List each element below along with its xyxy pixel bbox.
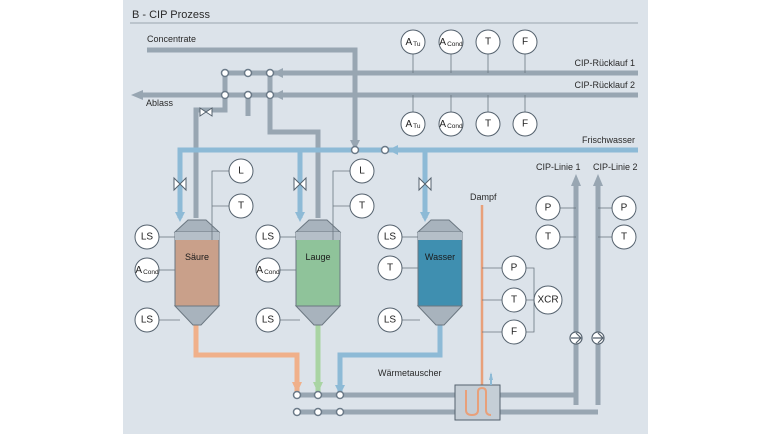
pipe-junctions xyxy=(220,68,390,417)
gray-pipes xyxy=(140,47,638,415)
tank-caustic xyxy=(294,219,342,326)
instruments-caustic-tank: L T LS ACond LS xyxy=(255,158,375,333)
tank-acid xyxy=(173,219,221,326)
pumps xyxy=(569,331,605,345)
svg-text:XCR: XCR xyxy=(537,295,558,306)
svg-text:L: L xyxy=(238,166,244,177)
fresh-water-label: Frischwasser xyxy=(582,135,635,145)
valve-water-icon xyxy=(418,176,432,192)
svg-text:ATu: ATu xyxy=(405,37,420,48)
svg-text:T: T xyxy=(359,201,365,212)
svg-text:LS: LS xyxy=(141,232,154,243)
svg-text:LS: LS xyxy=(384,232,397,243)
svg-text:F: F xyxy=(522,37,528,48)
diagram-title: B - CIP Prozess xyxy=(132,9,211,21)
svg-text:T: T xyxy=(485,119,491,130)
valve-acid-icon xyxy=(173,176,187,192)
heat-exchanger xyxy=(454,372,501,421)
gray-arrows xyxy=(131,68,603,186)
svg-text:T: T xyxy=(485,37,491,48)
return-flow-1-label: CIP-Rücklauf 1 xyxy=(574,58,635,68)
svg-text:ATu: ATu xyxy=(405,119,420,130)
svg-text:T: T xyxy=(545,232,551,243)
return-flow-1-pipe xyxy=(193,70,638,218)
instrument-leads xyxy=(159,53,612,333)
valve-drain-icon xyxy=(199,107,213,117)
valves xyxy=(173,107,432,192)
heat-exchanger-label: Wärmetauscher xyxy=(378,368,442,378)
svg-text:P: P xyxy=(511,263,518,274)
water-outlet-pipe xyxy=(337,325,443,395)
svg-text:LS: LS xyxy=(262,232,275,243)
svg-text:P: P xyxy=(621,203,628,214)
svg-text:T: T xyxy=(511,295,517,306)
instruments-acid-tank: L T LS ACond LS xyxy=(134,158,254,333)
cip-line-1-label: CIP-Linie 1 xyxy=(536,162,581,172)
valve-caustic-icon xyxy=(293,176,307,192)
steam-label: Dampf xyxy=(470,192,497,202)
svg-text:ACond: ACond xyxy=(439,119,463,130)
concentrate-pipe xyxy=(147,47,358,145)
cip-line-2-label: CIP-Linie 2 xyxy=(593,162,638,172)
blue-arrows xyxy=(175,145,430,395)
svg-text:T: T xyxy=(238,201,244,212)
tank-acid-label: Säure xyxy=(185,252,209,262)
svg-text:LS: LS xyxy=(141,315,154,326)
return-to-caustic-pipe xyxy=(267,73,321,218)
instruments-water-tank: LS T LS xyxy=(377,224,403,333)
instruments-cip-lines: P T P T xyxy=(535,195,637,250)
svg-text:L: L xyxy=(359,166,365,177)
svg-text:F: F xyxy=(522,119,528,130)
instruments-controller: P T F XCR xyxy=(501,255,563,345)
tank-water-label: Wasser xyxy=(425,252,455,262)
svg-text:ACond: ACond xyxy=(439,37,463,48)
instruments-return-1: ATu ACond T F xyxy=(400,29,538,55)
fresh-water-main xyxy=(177,147,638,218)
instruments-return-2: ATu ACond T F xyxy=(400,111,538,137)
tank-water xyxy=(416,219,464,326)
svg-text:T: T xyxy=(387,263,393,274)
svg-text:LS: LS xyxy=(262,315,275,326)
drains-label: Ablass xyxy=(146,98,174,108)
svg-text:P: P xyxy=(545,203,552,214)
tank-caustic-label: Lauge xyxy=(305,252,330,262)
concentrate-label: Concentrate xyxy=(147,34,196,44)
svg-text:LS: LS xyxy=(384,315,397,326)
svg-text:F: F xyxy=(511,327,517,338)
return-flow-2-pipe xyxy=(245,92,638,116)
svg-text:T: T xyxy=(621,232,627,243)
return-flow-2-label: CIP-Rücklauf 2 xyxy=(574,80,635,90)
fresh-water-pipes xyxy=(177,147,638,395)
acid-outlet-pipe xyxy=(193,325,300,395)
svg-text:ACond: ACond xyxy=(256,265,280,276)
svg-text:ACond: ACond xyxy=(135,265,159,276)
